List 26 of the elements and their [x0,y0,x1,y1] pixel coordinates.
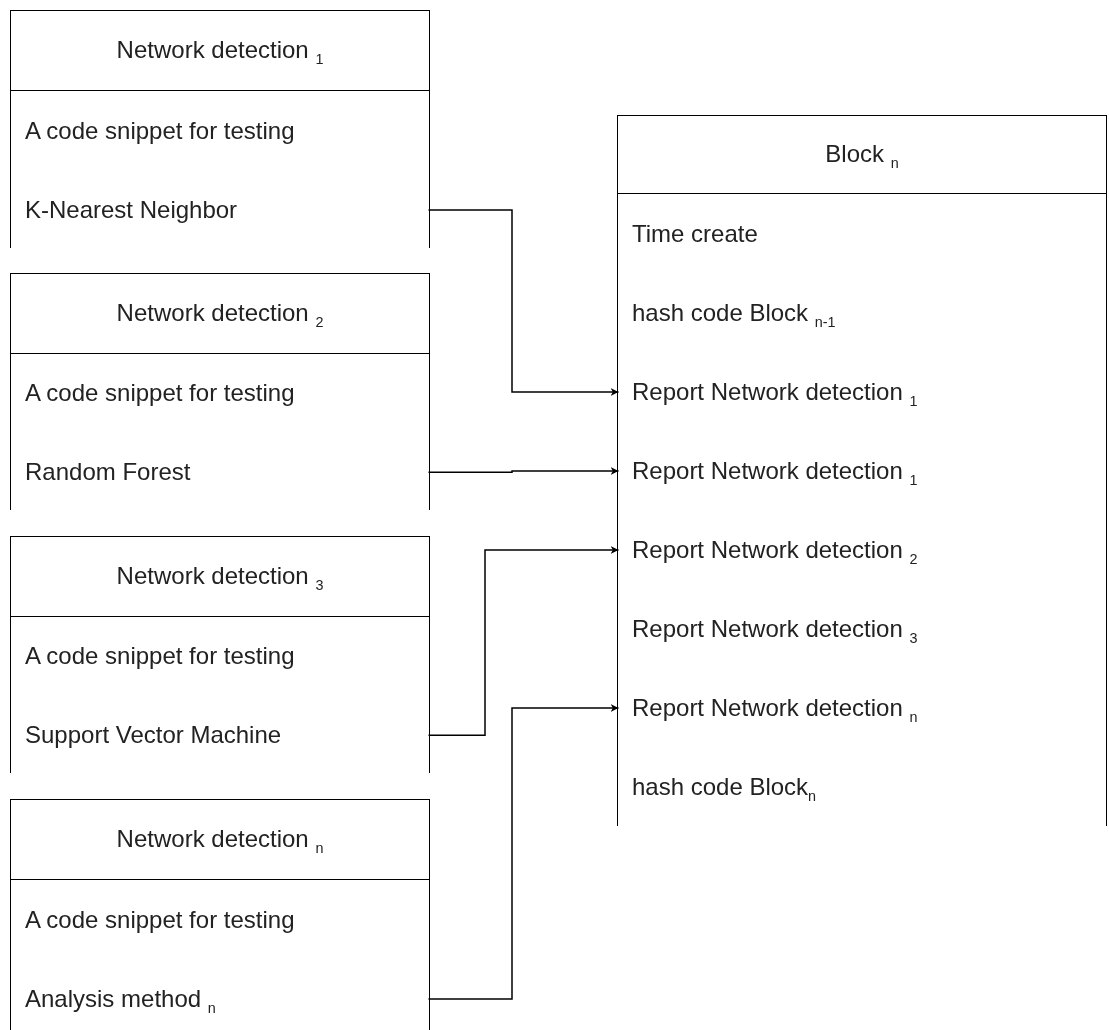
box-heading: Network detection $_{n}$ [116,824,324,856]
class-box [10,536,430,773]
attribute-text: A code snippet for testing [25,906,295,933]
attribute-text: Random Forest [25,457,191,485]
class-box [617,115,1107,826]
attribute-text: Report Network detection $_{3}$ [632,615,918,642]
attribute-text: K-Nearest Neighbor [25,196,238,223]
attribute-text: Report Network detection $_{1}$ [632,457,918,484]
attribute-text: Time create [632,220,758,247]
box-heading: Network detection $_{3}$ [116,561,324,593]
box-heading: Network detection $_{1}$ [116,35,324,67]
attribute-text: hash code Block$_{n}$ [632,773,817,800]
class-box [10,799,430,1030]
attribute-text: hash code Block $_{n-1}$ [632,299,836,326]
box-heading: Network detection $_{2}$ [116,298,324,330]
class-box [10,10,430,248]
attribute-text: Analysis method $_{n}$ [25,985,216,1012]
attribute-text: A code snippet for testing [25,379,295,406]
attribute-text: Report Network detection $_{n}$ [632,694,918,721]
box-heading: Block $_{n}$ [825,139,899,171]
class-box [10,273,430,510]
attribute-text: Report Network detection $_{2}$ [632,536,918,563]
attribute-text: Report Network detection $_{1}$ [632,378,918,405]
attribute-text: A code snippet for testing [25,117,295,144]
attribute-text: Support Vector Machine [25,720,282,748]
attribute-text: A code snippet for testing [25,642,295,669]
